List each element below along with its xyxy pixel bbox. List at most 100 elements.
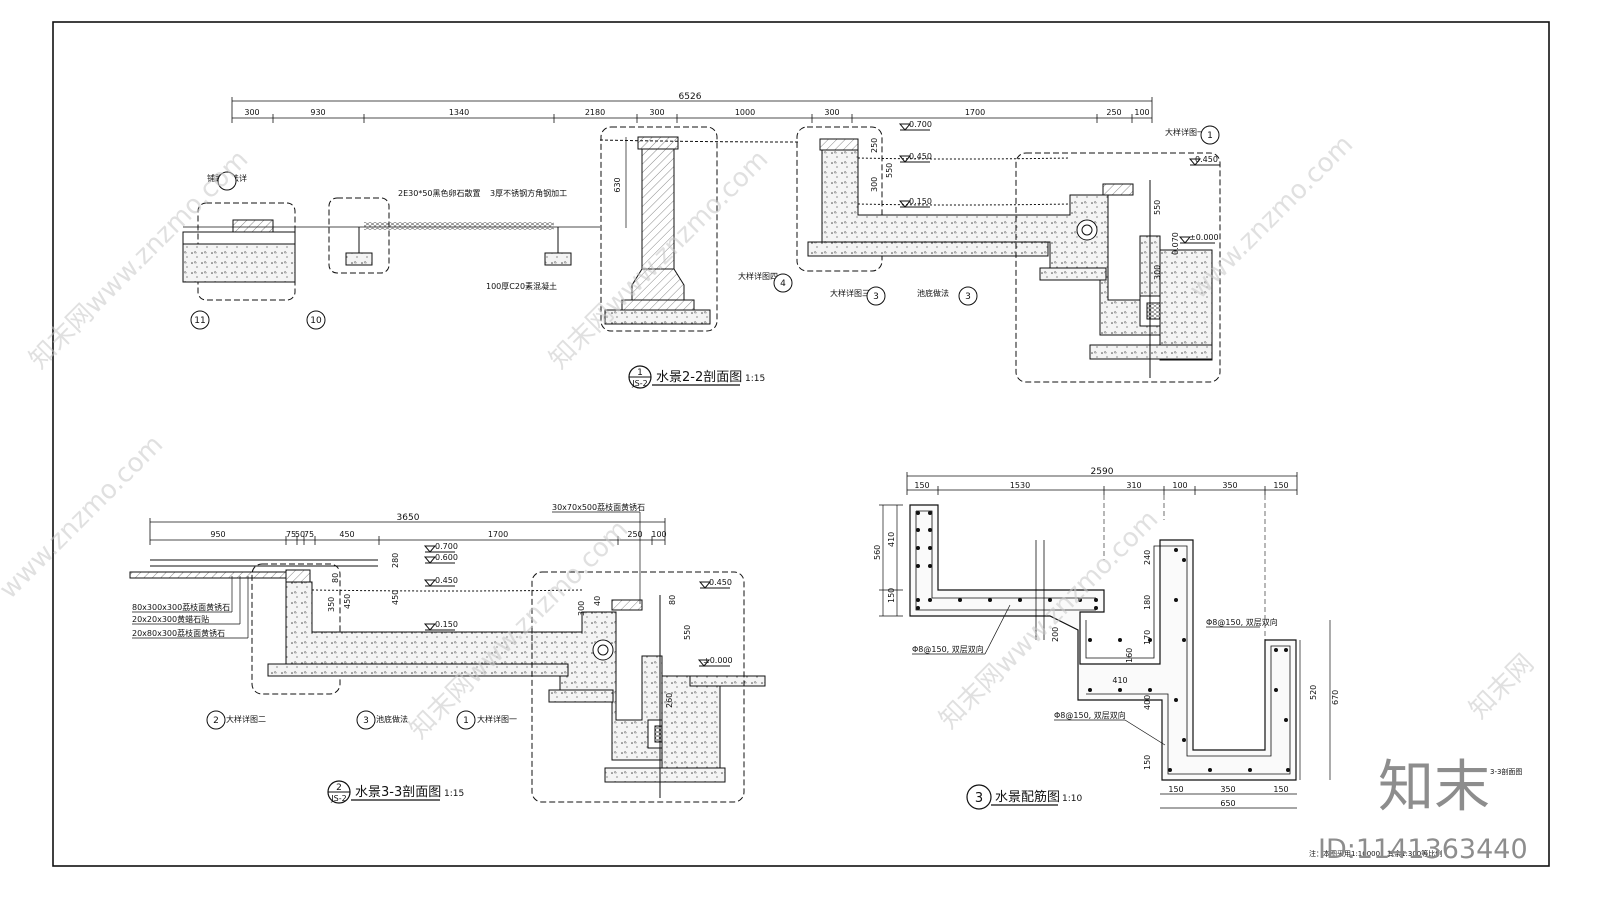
- vdim-2-2-2: 250: [870, 138, 879, 153]
- section-scale-rebar: 1:10: [1062, 794, 1082, 804]
- section-symbol-rebar-num: 3: [975, 791, 983, 806]
- dim-3-3-1: 950: [210, 530, 225, 539]
- vdim-3-3-4: 450: [343, 594, 352, 609]
- note-2-2-3: 3厚不锈钢方角钢加工: [490, 188, 567, 198]
- dim-3-3-2: 75: [286, 530, 296, 539]
- section-title-2-2: 水景2-2剖面图: [656, 370, 742, 385]
- dim-2-2-3: 1340: [449, 108, 469, 117]
- vdim-2-2-1: 630: [613, 177, 622, 192]
- note-3-3-5: 大样详图二: [226, 714, 266, 724]
- section-scale-2-2: 1:15: [745, 374, 765, 384]
- dim-rebar-top-5: 350: [1222, 481, 1237, 490]
- dim-2-2-10: 100: [1134, 108, 1149, 117]
- vdim-2-2-5: 550: [1153, 200, 1162, 215]
- dim-rebar-mid-3: 200: [1051, 627, 1060, 642]
- callout-2-2-1: 11: [194, 316, 205, 326]
- dim-3-3-7: 250: [627, 530, 642, 539]
- dim-2-2-8: 1700: [965, 108, 985, 117]
- note-3-3-3: 20x80x300荔枝面黄锈石: [132, 628, 225, 638]
- elev-2-2-1: 0.700: [909, 120, 932, 129]
- elev-2-2-2: 0.450: [909, 152, 932, 161]
- vdim-3-3-6: 300: [577, 601, 586, 616]
- dim-rebar-mid-7: 400: [1143, 695, 1152, 710]
- note-rebar-3: Φ8@150, 双层双向: [1206, 617, 1278, 627]
- callout-3-3-1: 2: [213, 716, 219, 726]
- elev-2-2-3: 0.150: [909, 197, 932, 206]
- dim-rebar-top-6: 150: [1273, 481, 1288, 490]
- watermark-layer: 知末网www.znzmo.com 知末网www.znzmo.com www.zn…: [0, 130, 1540, 745]
- vdim-3-3-5: 450: [391, 590, 400, 605]
- dim-3-3-6: 1700: [488, 530, 508, 539]
- dim-rebar-top-1: 150: [914, 481, 929, 490]
- note-3-3-1: 80x300x300荔枝面黄锈石: [132, 602, 230, 612]
- callout-3-3-3: 1: [463, 716, 469, 726]
- vdim-2-2-4: 550: [885, 163, 894, 178]
- vdim-3-3-10: 260: [665, 693, 674, 708]
- dim-rebar-mid-6: 410: [1112, 676, 1127, 685]
- elev-3-3-3: 0.450: [435, 576, 458, 585]
- watermark-4: www.znzmo.com: [0, 430, 169, 605]
- rebar-detail: 2590 150 1530 310 100 350 150: [873, 467, 1340, 810]
- note-3-3-7: 大样详图一: [477, 714, 517, 724]
- dim-2-2-6: 1000: [735, 108, 755, 117]
- total-dim-3-3: 3650: [397, 513, 420, 523]
- note-2-2-6: 大样详图四: [738, 271, 778, 281]
- dim-rebar-mid-2: 180: [1143, 595, 1152, 610]
- vdim-2-2-7: 300: [1153, 265, 1162, 280]
- note-2-2-2: 2E30*50黑色卵石散置: [398, 188, 481, 198]
- note-2-2-4: 100厚C20素混凝土: [486, 281, 557, 291]
- vdim-2-2-3: 300: [870, 177, 879, 192]
- section-scale-3-3: 1:15: [444, 789, 464, 799]
- vdim-3-3-8: 80: [668, 595, 677, 605]
- dim-rebar-mid-5: 160: [1125, 648, 1134, 663]
- elev-3-3-4: 0.150: [435, 620, 458, 629]
- footer-note: 注：本图采用1:10000，其余1:300等比例: [1309, 849, 1442, 858]
- dim-rebar-bottom-3: 150: [1273, 785, 1288, 794]
- callout-2-2-4: 3: [873, 292, 879, 302]
- dim-rebar-bottom-total: 650: [1220, 799, 1235, 808]
- footer-ref: 3-3剖面图: [1490, 767, 1522, 776]
- section-symbol-2-2-num: 1: [637, 368, 643, 378]
- dim-rebar-right-2: 670: [1331, 690, 1340, 705]
- section-2-2: 6526 300 930 1340 2180 300 1000 300 1700…: [182, 92, 1221, 389]
- dim-2-2-2: 930: [310, 108, 325, 117]
- section-symbol-3-3-num: 2: [336, 783, 342, 793]
- callout-2-2-5: 3: [965, 292, 971, 302]
- vdim-3-3-9: 550: [683, 625, 692, 640]
- elev-3-3-6: ±0.000: [703, 656, 733, 665]
- dim-rebar-top-2: 1530: [1010, 481, 1030, 490]
- dim-2-2-4: 2180: [585, 108, 605, 117]
- dim-2-2-7: 300: [824, 108, 839, 117]
- vdim-3-3-7: 40: [593, 596, 602, 606]
- section-title-rebar: 水景配筋图: [995, 789, 1060, 805]
- dim-rebar-top-4: 100: [1172, 481, 1187, 490]
- elev-2-2-5: ±0.000: [1189, 233, 1219, 242]
- section-title-3-3: 水景3-3剖面图: [355, 785, 441, 800]
- callout-2-2-3: 4: [780, 279, 786, 289]
- callout-2-2-6: 1: [1207, 131, 1213, 141]
- dim-rebar-left-1: 560: [873, 545, 882, 560]
- dim-rebar-right-1: 520: [1309, 685, 1318, 700]
- dim-3-3-5: 450: [339, 530, 354, 539]
- section-symbol-2-2-sub: JS-2: [631, 379, 647, 388]
- vdim-2-2-6: 0.070: [1171, 232, 1180, 255]
- dim-rebar-left-2: 410: [887, 532, 896, 547]
- dim-rebar-mid-4: 170: [1143, 630, 1152, 645]
- dim-2-2-5: 300: [649, 108, 664, 117]
- dim-2-2-1: 300: [244, 108, 259, 117]
- vdim-3-3-1: 280: [391, 553, 400, 568]
- watermark-7: 知末网: [1464, 649, 1540, 725]
- dim-2-2-9: 250: [1106, 108, 1121, 117]
- note-3-3-6: 池底做法: [376, 714, 408, 724]
- total-dim-rebar: 2590: [1091, 467, 1114, 477]
- dim-3-3-3: 50: [295, 530, 305, 539]
- note-2-2-5: 大样详图一: [1165, 127, 1205, 137]
- vdim-3-3-3: 350: [327, 597, 336, 612]
- elev-3-3-5: 0.450: [709, 578, 732, 587]
- note-3-3-4: 30x70x500荔枝面黄锈石: [552, 502, 645, 512]
- dim-rebar-bottom-1: 150: [1168, 785, 1183, 794]
- dim-rebar-top-3: 310: [1126, 481, 1141, 490]
- total-dim-2-2: 6526: [679, 92, 702, 102]
- dim-rebar-mid-1: 240: [1143, 550, 1152, 565]
